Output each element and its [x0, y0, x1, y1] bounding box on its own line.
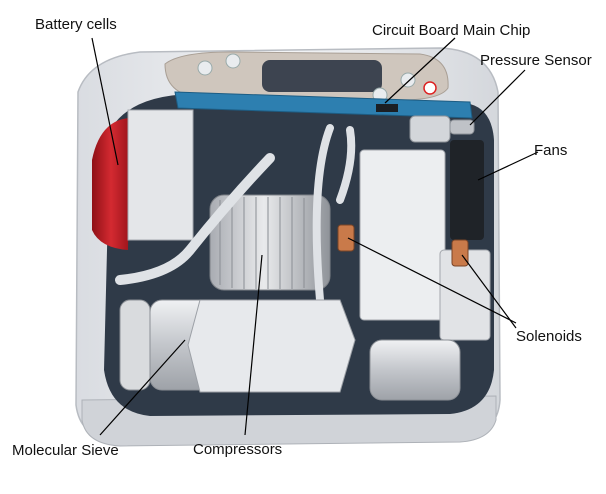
- solenoid-2: [451, 239, 469, 267]
- label-circuit-board-main-chip: Circuit Board Main Chip: [372, 22, 531, 39]
- tube-1: [115, 153, 275, 285]
- sieve-cylinder-right: [369, 339, 461, 401]
- label-battery-cells: Battery cells: [35, 16, 117, 33]
- fan-assembly: [450, 140, 484, 240]
- pressure-sensor-body: [409, 115, 451, 143]
- button-right-2: [400, 72, 416, 88]
- alarm-indicator: [423, 81, 437, 95]
- label-solenoids: Solenoids: [516, 328, 582, 345]
- label-compressors: Compressors: [193, 441, 283, 458]
- sieve-end-cap-left: [119, 299, 151, 391]
- display-screen: [262, 60, 382, 92]
- main-chip: [376, 104, 398, 112]
- tube-2: [312, 124, 334, 304]
- battery-frame: [127, 109, 194, 241]
- label-molecular-sieve: Molecular Sieve: [12, 442, 119, 459]
- compressor-body: [209, 194, 331, 291]
- battery-pack: [92, 118, 130, 250]
- valve-block: [359, 149, 446, 321]
- leader-molecular-sieve: [99, 339, 186, 436]
- leader-solenoid-2: [461, 254, 517, 329]
- leader-circuit-board: [384, 37, 456, 104]
- label-fans: Fans: [534, 142, 568, 159]
- label-pressure-sensor: Pressure Sensor: [480, 52, 592, 69]
- leader-fans: [477, 151, 539, 181]
- compressor-coils: [219, 197, 317, 289]
- leader-pressure-sensor: [469, 69, 526, 126]
- leader-compressors: [244, 254, 263, 436]
- compressor-mount: [187, 299, 356, 393]
- solenoid-1: [337, 224, 355, 252]
- leader-lines: [91, 37, 539, 436]
- leader-solenoid-1: [347, 237, 517, 324]
- button-left-2: [225, 53, 241, 69]
- button-left-1: [197, 60, 213, 76]
- leader-battery: [91, 37, 119, 166]
- tube-3: [336, 126, 356, 204]
- pressure-sensor-nozzle: [449, 119, 475, 135]
